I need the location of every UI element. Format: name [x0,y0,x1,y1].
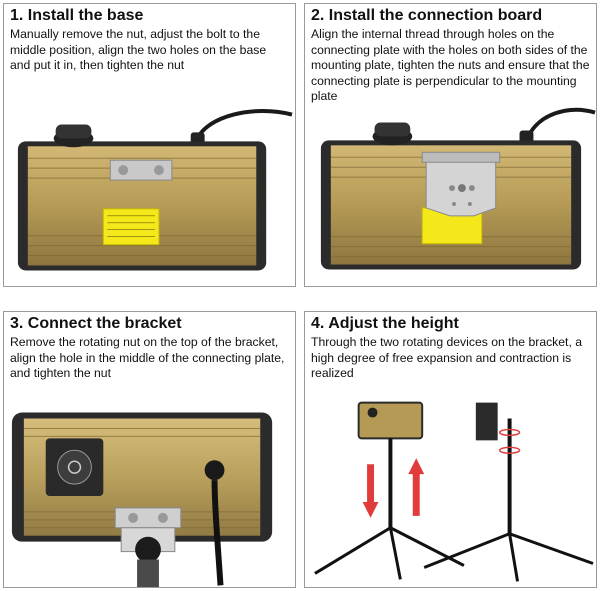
step-3-panel: 3. Connect the bracket Remove the rotati… [3,311,296,588]
height-adjust-illustration [314,401,594,582]
rotating-nut-icon [135,536,161,563]
bracket-connect-illustration [11,412,273,587]
step-2-title: 2. Install the connection board [311,7,543,24]
power-knob-icon [57,449,92,485]
step-1-title: 1. Install the base [10,7,144,24]
mounting-plate [109,159,173,181]
light-unit [475,402,498,441]
step-1-panel: 1. Install the base Manually remove the … [3,3,296,287]
light-unit [357,401,424,440]
cable-connector [204,460,225,481]
step-1-description: Manually remove the nut, adjust the bolt… [10,27,267,73]
step-2-panel: 2. Install the connection board Align th… [304,3,597,287]
base-install-illustration [17,109,293,271]
step-4-panel: 4. Adjust the height Through the two rot… [304,311,597,588]
step-4-title: 4. Adjust the height [311,315,459,332]
step-2-description: Align the internal thread through holes … [311,27,590,104]
connecting-plate [114,507,182,529]
rotate-indicator-icon [498,428,521,437]
step-3-description: Remove the rotating nut on the top of th… [10,335,285,381]
step-3-title: 3. Connect the bracket [10,315,182,332]
spec-label [102,208,160,246]
connection-board-illustration [320,107,596,270]
step-4-description: Through the two rotating devices on the … [311,335,582,381]
